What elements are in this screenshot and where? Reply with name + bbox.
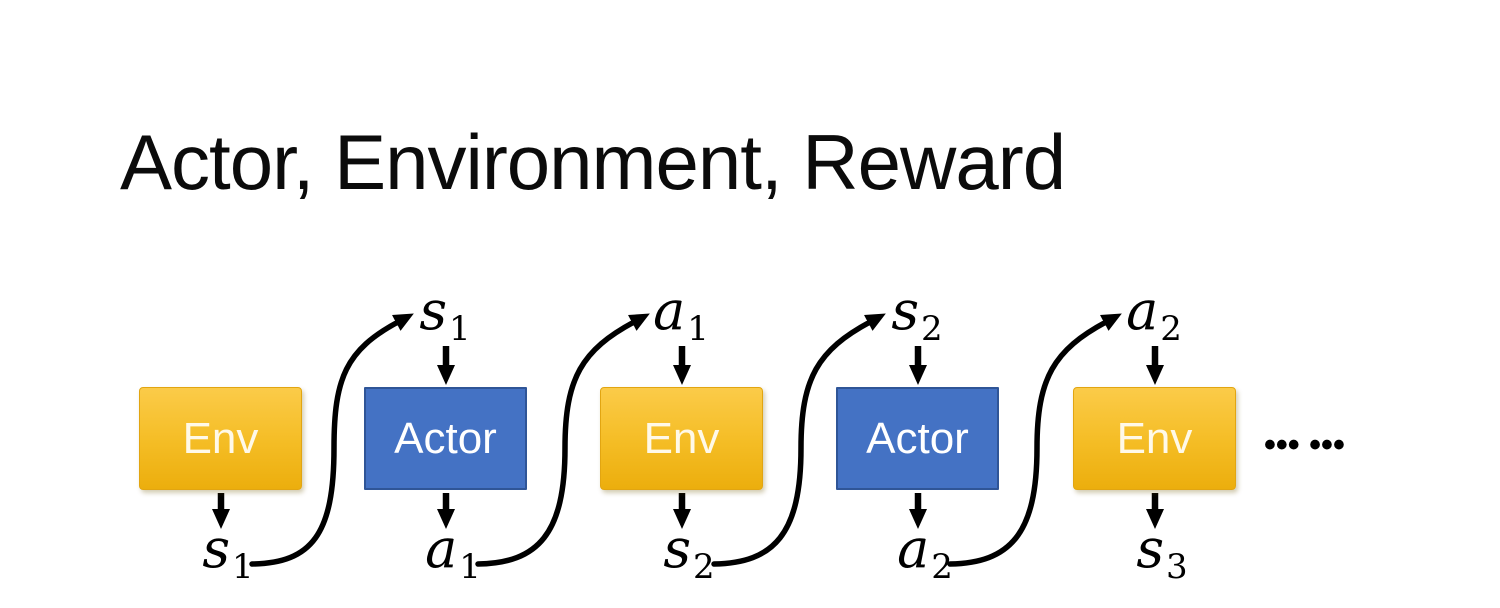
math-base: s [1136, 517, 1165, 580]
math-base: s [663, 517, 692, 580]
env-box-3: Env [1073, 387, 1236, 490]
math-sub: 1 [459, 547, 481, 587]
action-label-a1-bottom: a1 [383, 522, 523, 587]
math-sub: 2 [1160, 309, 1182, 349]
math-sub: 1 [687, 309, 709, 349]
math-sub: 2 [693, 547, 715, 587]
math-base: s [891, 279, 920, 342]
ellipsis: ••• ••• [1264, 426, 1345, 464]
math-base: s [419, 279, 448, 342]
math-sub: 2 [931, 547, 953, 587]
state-label-s2-top: s2 [847, 284, 987, 349]
math-base: a [897, 517, 930, 580]
math-sub: 1 [449, 309, 471, 349]
slide-title: Actor, Environment, Reward [120, 118, 1066, 206]
math-sub: 3 [1166, 547, 1188, 587]
math-sub: 2 [921, 309, 943, 349]
math-base: a [425, 517, 458, 580]
math-base: a [653, 279, 686, 342]
math-sub: 1 [232, 547, 254, 587]
action-label-a2-top: a2 [1084, 284, 1224, 349]
env-box-2: Env [600, 387, 763, 490]
state-label-s1-top: s1 [375, 284, 515, 349]
state-label-s2-bottom: s2 [619, 522, 759, 587]
action-label-a1-top: a1 [611, 284, 751, 349]
action-label-a2-bottom: a2 [855, 522, 995, 587]
state-label-s3-bottom: s3 [1092, 522, 1232, 587]
state-label-s1-bottom: s1 [158, 522, 298, 587]
math-base: a [1126, 279, 1159, 342]
actor-box-2: Actor [836, 387, 999, 490]
math-base: s [202, 517, 231, 580]
env-box-1: Env [139, 387, 302, 490]
actor-box-1: Actor [364, 387, 527, 490]
